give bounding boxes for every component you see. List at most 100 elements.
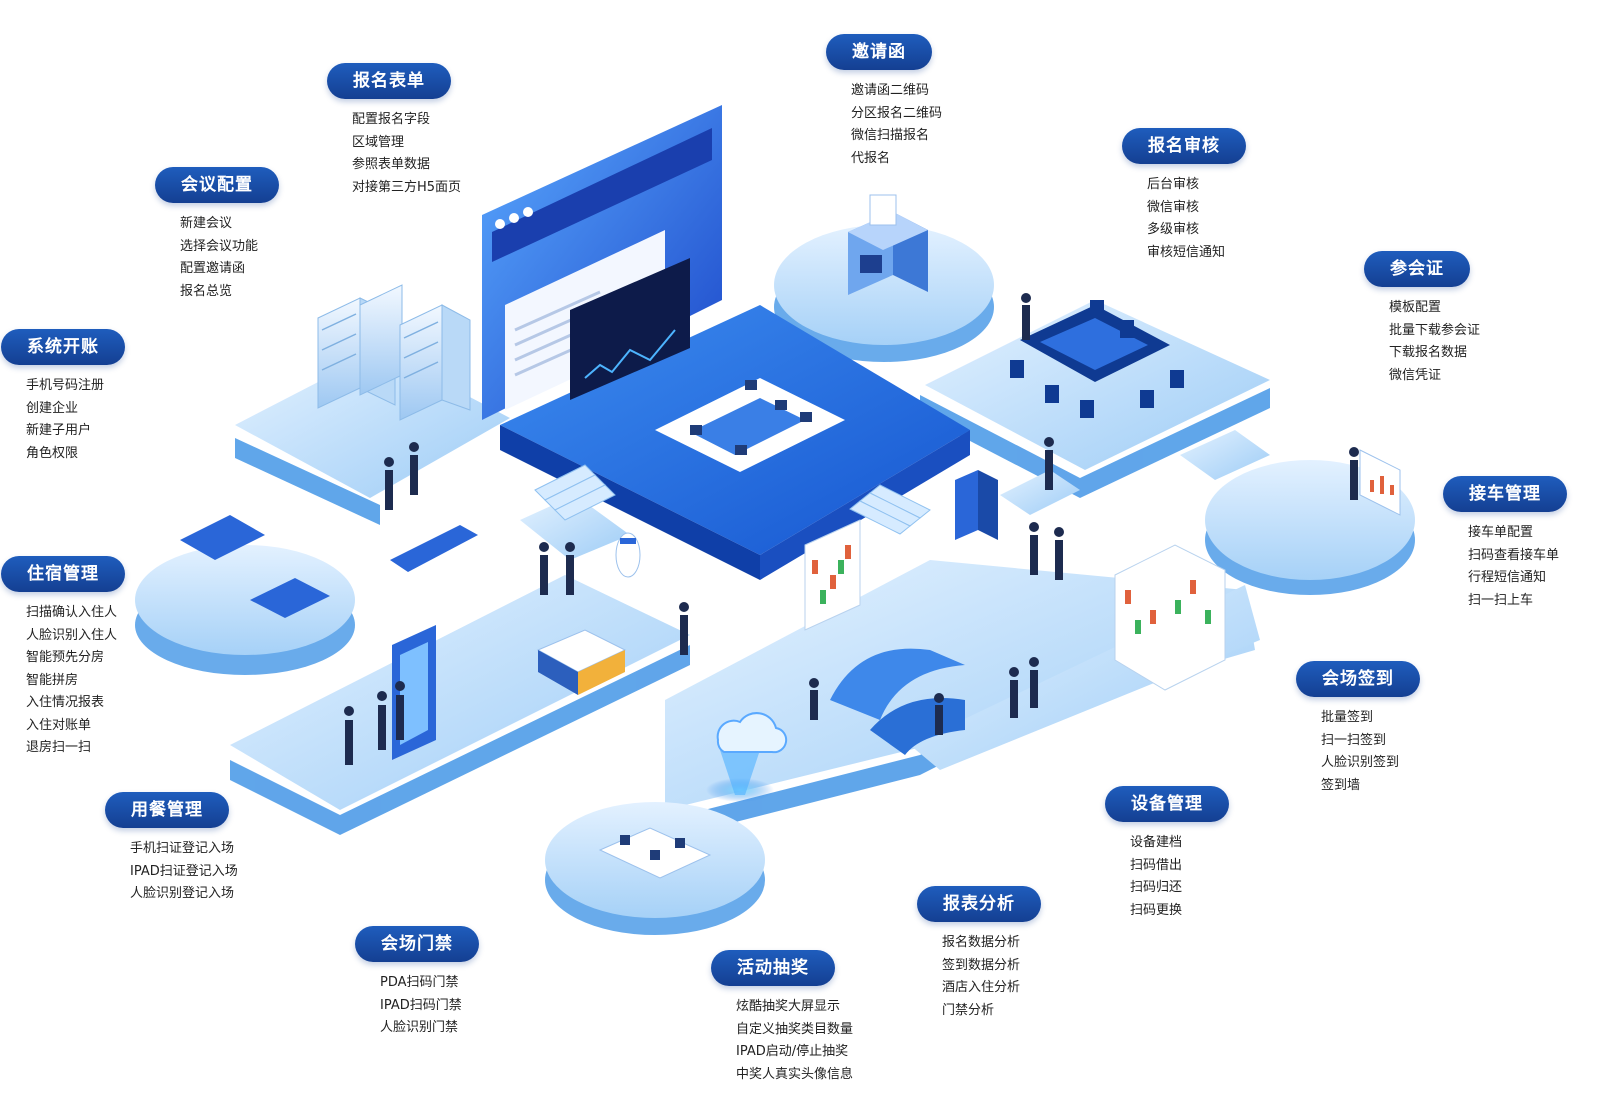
module-item: IPAD扫证登记入场 (130, 863, 238, 879)
module-item: 区域管理 (352, 134, 405, 150)
module-item: 创建企业 (26, 400, 79, 416)
module-reports: 报表分析 报名数据分析 签到数据分析 酒店入住分析 门禁分析 (917, 886, 1041, 1022)
module-items: 后台审核 微信审核 多级审核 审核短信通知 (1147, 174, 1246, 264)
module-item: 扫码查看接车单 (1468, 547, 1560, 563)
module-item: 设备建档 (1130, 835, 1183, 850)
conference-table (1010, 300, 1184, 418)
module-item: 批量下载参会证 (1389, 322, 1481, 338)
module-items: 手机扫证登记入场 IPAD扫证登记入场 人脸识别登记入场 (130, 838, 238, 906)
module-item: 报名总览 (180, 283, 233, 299)
server-racks (317, 284, 471, 421)
module-title: 住宿管理 (1, 556, 125, 592)
module-items: 报名数据分析 签到数据分析 酒店入住分析 门禁分析 (942, 932, 1041, 1022)
module-title: 系统开账 (1, 329, 125, 365)
module-item: 炫酷抽奖大屏显示 (736, 999, 841, 1014)
module-items: 手机号码注册 创建企业 新建子用户 角色权限 (26, 375, 125, 465)
module-item: 入住情况报表 (26, 695, 105, 710)
module-title: 会场门禁 (355, 926, 479, 962)
central-stage (482, 105, 970, 580)
module-item: 对接第三方H5面页 (352, 179, 462, 195)
module-item: 模板配置 (1389, 300, 1442, 315)
module-access-control: 会场门禁 PDA扫码门禁 IPAD扫码门禁 人脸识别门禁 (355, 926, 479, 1040)
robot (615, 532, 641, 578)
module-items: 配置报名字段 区域管理 参照表单数据 对接第三方H5面页 (352, 109, 461, 199)
module-title: 活动抽奖 (711, 950, 835, 986)
module-item: 扫描确认入住人 (26, 605, 118, 620)
module-item: 人脸识别签到 (1321, 755, 1400, 770)
module-items: 邀请函二维码 分区报名二维码 微信扫描报名 代报名 (851, 80, 942, 170)
module-title: 报名审核 (1122, 128, 1246, 164)
access-gate (392, 625, 436, 760)
module-item: 下载报名数据 (1389, 345, 1468, 360)
module-item: 配置报名字段 (352, 112, 431, 127)
module-item: 扫码借出 (1130, 857, 1183, 873)
module-item: 微信扫描报名 (851, 128, 930, 143)
module-item: IPAD扫码门禁 (380, 997, 462, 1013)
cloud-beam (706, 712, 788, 802)
module-item: 智能拼房 (26, 672, 79, 688)
module-item: 分区报名二维码 (851, 105, 943, 121)
module-item: 审核短信通知 (1147, 244, 1226, 260)
module-title: 报名表单 (327, 63, 451, 99)
module-item: 签到墙 (1321, 777, 1361, 793)
module-title: 设备管理 (1105, 786, 1229, 822)
module-items: 模板配置 批量下载参会证 下载报名数据 微信凭证 (1389, 297, 1480, 387)
module-item: 报名数据分析 (942, 935, 1021, 950)
workstation-tables (598, 827, 712, 879)
module-item: 人脸识别入住人 (26, 627, 118, 643)
reception-desk (536, 629, 627, 695)
module-title: 报表分析 (917, 886, 1041, 922)
module-item: 智能预先分房 (26, 650, 105, 665)
module-venue-checkin: 会场签到 批量签到 扫一扫签到 人脸识别签到 签到墙 (1296, 661, 1420, 797)
module-item: 邀请函二维码 (851, 83, 930, 98)
module-item: 新建子用户 (26, 423, 92, 438)
module-title: 参会证 (1364, 251, 1470, 287)
people (344, 293, 1359, 765)
module-item: PDA扫码门禁 (380, 975, 459, 990)
module-items: 批量签到 扫一扫签到 人脸识别签到 签到墙 (1321, 707, 1420, 797)
module-item: 签到数据分析 (942, 957, 1021, 973)
module-item: 新建会议 (180, 216, 233, 231)
module-item: 代报名 (851, 150, 891, 166)
module-item: 扫码归还 (1130, 880, 1183, 895)
module-item: IPAD启动/停止抽奖 (736, 1044, 849, 1059)
equipment-kiosk (955, 470, 998, 540)
module-item: 接车单配置 (1468, 525, 1534, 540)
module-items: 新建会议 选择会议功能 配置邀请函 报名总览 (180, 213, 279, 303)
module-account-setup: 系统开账 手机号码注册 创建企业 新建子用户 角色权限 (1, 329, 125, 465)
module-item: 扫一扫签到 (1321, 732, 1387, 748)
whiteboard (1359, 449, 1401, 516)
module-invitation: 邀请函 邀请函二维码 分区报名二维码 微信扫描报名 代报名 (826, 34, 942, 170)
module-accommodation: 住宿管理 扫描确认入住人 人脸识别入住人 智能预先分房 智能拼房 入住情况报表 … (1, 556, 125, 760)
module-registration-review: 报名审核 后台审核 微信审核 多级审核 审核短信通知 (1122, 128, 1246, 264)
module-item: 角色权限 (26, 445, 79, 461)
module-title: 用餐管理 (105, 792, 229, 828)
module-item: 自定义抽奖类目数量 (736, 1021, 854, 1037)
module-item: 酒店入住分析 (942, 980, 1021, 995)
module-item: 微信审核 (1147, 199, 1200, 215)
module-shuttle-management: 接车管理 接车单配置 扫码查看接车单 行程短信通知 扫一扫上车 (1443, 476, 1567, 612)
module-items: 炫酷抽奖大屏显示 自定义抽奖类目数量 IPAD启动/停止抽奖 中奖人真实头像信息 (736, 996, 853, 1086)
module-item: 参照表单数据 (352, 157, 431, 172)
bookshelves (804, 519, 1226, 691)
module-item: 扫一扫上车 (1468, 592, 1534, 608)
module-dining: 用餐管理 手机扫证登记入场 IPAD扫证登记入场 人脸识别登记入场 (105, 792, 238, 906)
module-registration-form: 报名表单 配置报名字段 区域管理 参照表单数据 对接第三方H5面页 (327, 63, 461, 199)
module-item: 门禁分析 (942, 1002, 995, 1018)
module-title: 会议配置 (155, 167, 279, 203)
module-item: 入住对账单 (26, 717, 92, 733)
module-meeting-config: 会议配置 新建会议 选择会议功能 配置邀请函 报名总览 (155, 167, 279, 303)
module-item: 多级审核 (1147, 222, 1200, 237)
module-lottery: 活动抽奖 炫酷抽奖大屏显示 自定义抽奖类目数量 IPAD启动/停止抽奖 中奖人真… (711, 950, 853, 1086)
module-equipment: 设备管理 设备建档 扫码借出 扫码归还 扫码更换 (1105, 786, 1229, 922)
module-item: 后台审核 (1147, 177, 1200, 192)
module-items: 扫描确认入住人 人脸识别入住人 智能预先分房 智能拼房 入住情况报表 入住对账单… (26, 602, 125, 760)
module-item: 退房扫一扫 (26, 740, 92, 755)
printer-machine (848, 194, 928, 295)
module-title: 接车管理 (1443, 476, 1567, 512)
module-item: 扫码更换 (1130, 902, 1183, 918)
module-items: PDA扫码门禁 IPAD扫码门禁 人脸识别门禁 (380, 972, 479, 1040)
module-item: 选择会议功能 (180, 238, 259, 254)
module-item: 批量签到 (1321, 710, 1374, 725)
